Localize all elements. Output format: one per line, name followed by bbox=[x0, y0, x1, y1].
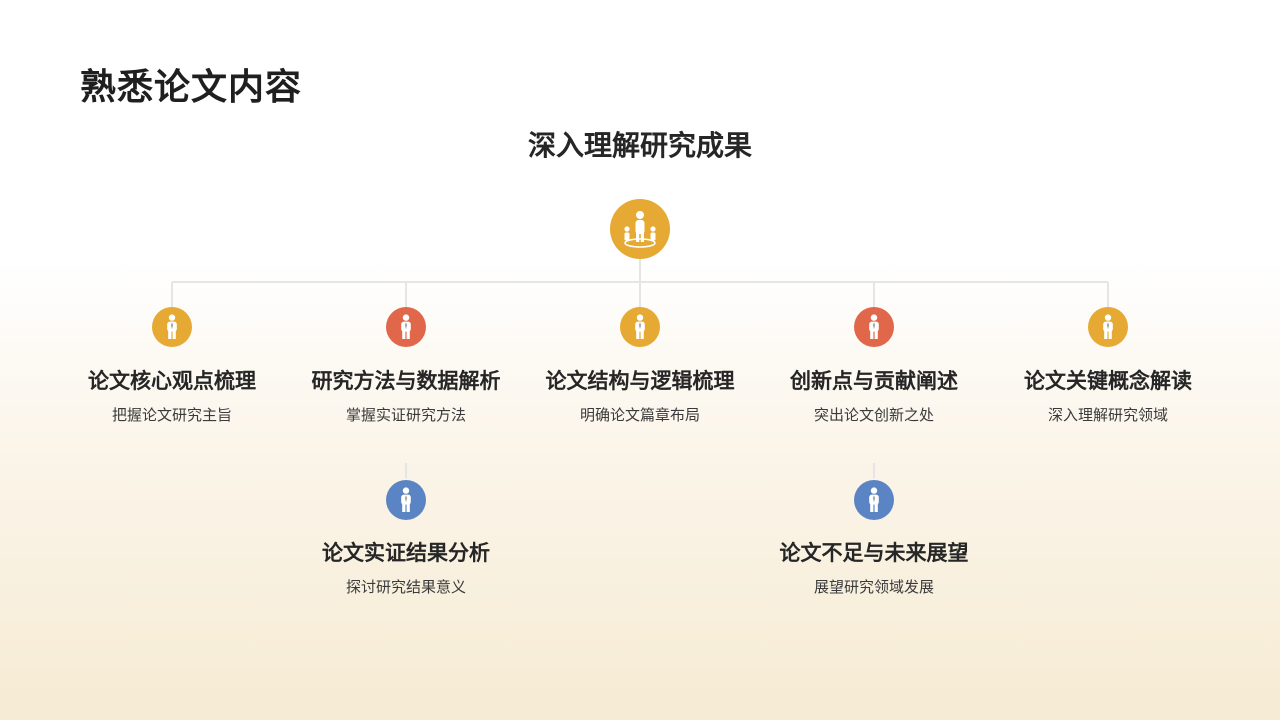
branch-subtitle-4: 突出论文创新之处 bbox=[813, 406, 934, 424]
branch-subtitle-5: 深入理解研究领域 bbox=[1047, 406, 1168, 424]
sub-branch-icon-1 bbox=[386, 480, 426, 520]
branch-subtitle-3: 明确论文篇章布局 bbox=[579, 406, 700, 424]
people-network-glyph bbox=[624, 211, 656, 248]
sub-branch-icon-2 bbox=[854, 480, 894, 520]
branch-title-5: 论文关键概念解读 bbox=[1024, 369, 1192, 393]
sub-branch-subtitle-1: 探讨研究结果意义 bbox=[345, 578, 466, 596]
branch-icon-1 bbox=[152, 307, 192, 347]
branch-title-2: 研究方法与数据解析 bbox=[311, 369, 501, 393]
branch-subtitle-1: 把握论文研究主旨 bbox=[111, 406, 232, 424]
branch-icon-2 bbox=[386, 307, 426, 347]
root-title: 深入理解研究成果 bbox=[527, 129, 752, 162]
branch-subtitle-2: 掌握实证研究方法 bbox=[345, 406, 466, 424]
branch-icon-3 bbox=[620, 307, 660, 347]
sub-branch-title-2: 论文不足与未来展望 bbox=[779, 541, 969, 565]
branch-title-4: 创新点与贡献阐述 bbox=[790, 369, 958, 393]
people-network-icon bbox=[610, 199, 670, 259]
branch-title-1: 论文核心观点梳理 bbox=[88, 369, 256, 393]
sub-branch-title-1: 论文实证结果分析 bbox=[322, 541, 490, 565]
page-title: 熟悉论文内容 bbox=[80, 67, 303, 108]
branch-icon-4 bbox=[854, 307, 894, 347]
branch-title-3: 论文结构与逻辑梳理 bbox=[545, 369, 735, 393]
sub-branch-subtitle-2: 展望研究领域发展 bbox=[813, 578, 934, 596]
branch-icon-5 bbox=[1088, 307, 1128, 347]
